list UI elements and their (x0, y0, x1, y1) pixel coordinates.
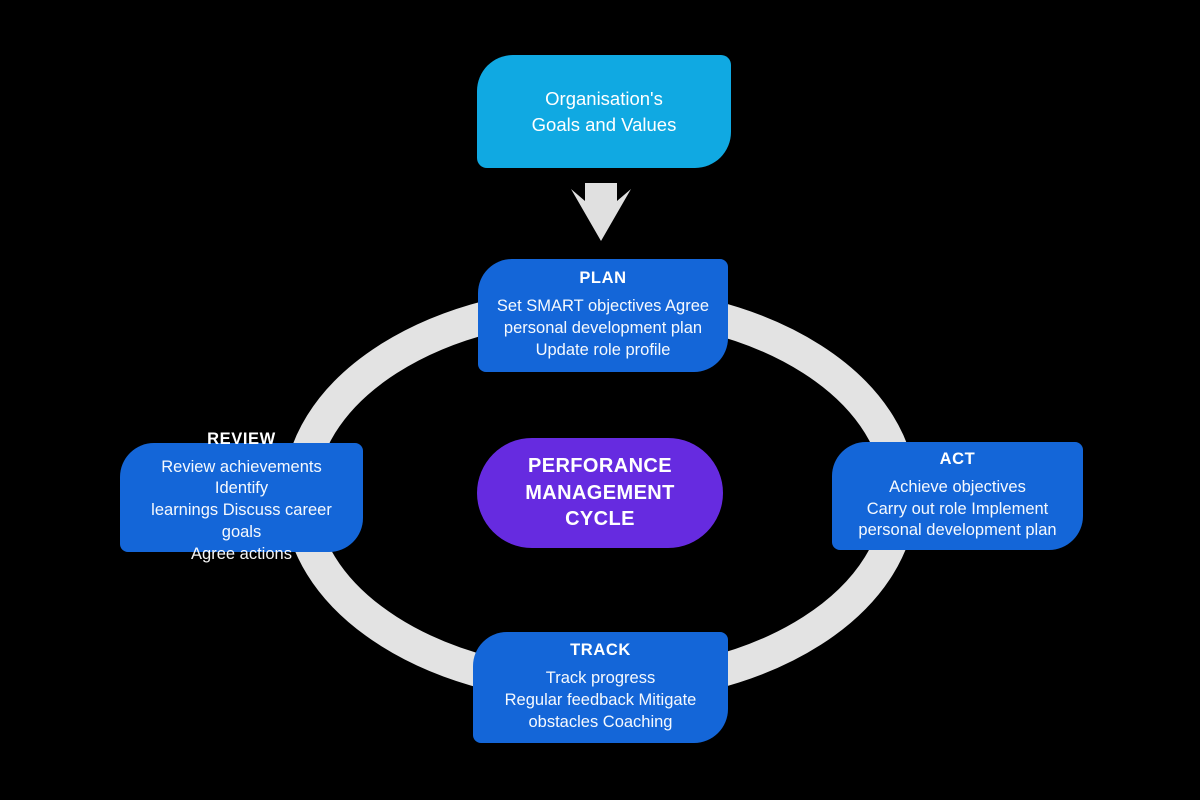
performance-cycle-title-line: CYCLE (565, 508, 635, 531)
track-stage-line: obstacles Coaching (528, 712, 673, 731)
organisation-goals-line: Organisation's (545, 87, 663, 109)
track-stage-line: Regular feedback Mitigate (504, 691, 697, 710)
track-stage-box: TRACK Track progress Regular feedback Mi… (473, 632, 728, 743)
act-stage-line: personal development plan (858, 521, 1057, 540)
organisation-goals-box: Organisation's Goals and Values (477, 55, 731, 168)
track-stage-line: Track progress (545, 669, 656, 688)
down-arrow-icon (571, 183, 631, 241)
plan-stage-box: PLAN Set SMART objectives Agree personal… (478, 259, 728, 372)
review-stage-title: REVIEW (207, 429, 276, 448)
review-stage-line: Agree actions (191, 544, 292, 563)
organisation-goals-line: Goals and Values (531, 113, 677, 135)
review-stage-line: learnings Discuss career goals (151, 501, 332, 541)
performance-cycle-title-line: PERFORANCE (527, 455, 672, 478)
track-stage-title: TRACK (570, 641, 631, 660)
act-stage-title: ACT (939, 449, 976, 468)
plan-stage-line: Set SMART objectives Agree (496, 297, 710, 316)
performance-cycle-title-box: PERFORANCE MANAGEMENT CYCLE (477, 438, 723, 548)
review-stage-line: Review achievements Identify (161, 457, 322, 498)
review-stage-box: REVIEW Review achievements Identify lear… (120, 430, 363, 563)
act-stage-line: Carry out role Implement (866, 499, 1049, 518)
act-stage-line: Achieve objectives (889, 477, 1026, 496)
performance-cycle-title-line: MANAGEMENT (525, 481, 675, 504)
plan-stage-line: Update role profile (535, 340, 671, 359)
act-stage-box: ACT Achieve objectives Carry out role Im… (832, 442, 1083, 550)
plan-stage-line: personal development plan (503, 319, 703, 338)
plan-stage-title: PLAN (579, 269, 627, 288)
